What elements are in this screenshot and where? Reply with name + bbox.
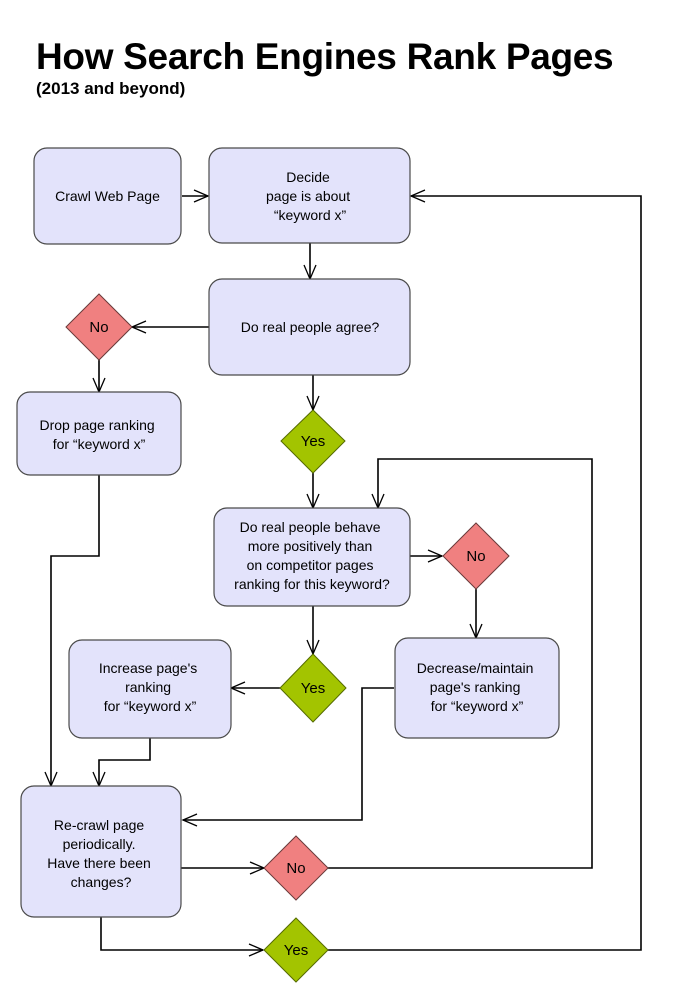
node-decide-topic: Decide page is about “keyword x” bbox=[208, 147, 411, 244]
page-title: How Search Engines Rank Pages bbox=[36, 36, 614, 77]
page-subtitle: (2013 and beyond) bbox=[36, 79, 186, 98]
connector-no-behave-loop bbox=[328, 458, 593, 869]
node-agree-label: Do real people agree? bbox=[241, 319, 380, 335]
node-decrease-ranking: Decrease/maintain page's ranking for “ke… bbox=[394, 637, 560, 739]
node-decide-label: Decide page is about “keyword x” bbox=[266, 169, 354, 223]
decision-yes-agree: Yes bbox=[280, 409, 346, 474]
decision-no-changes: No bbox=[263, 835, 329, 901]
node-do-people-agree: Do real people agree? bbox=[208, 278, 411, 376]
node-increase-ranking: Increase page's ranking for “keyword x” bbox=[68, 639, 232, 739]
svg-text:Yes: Yes bbox=[301, 680, 325, 697]
connector-recrawl-yes bbox=[100, 917, 263, 951]
decision-yes-changes: Yes bbox=[263, 917, 329, 983]
connector-drop-recrawl bbox=[50, 475, 100, 786]
svg-text:No: No bbox=[89, 319, 108, 336]
node-behave-positively: Do real people behave more positively th… bbox=[213, 507, 411, 607]
node-behave-label: Do real people behave more positively th… bbox=[234, 519, 390, 592]
svg-text:No: No bbox=[286, 860, 305, 877]
node-drop-label: Drop page ranking for “keyword x” bbox=[39, 417, 158, 452]
svg-text:Yes: Yes bbox=[301, 433, 325, 450]
connectors bbox=[50, 195, 642, 951]
node-crawl-web-page: Crawl Web Page bbox=[33, 147, 182, 245]
node-recrawl-page: Re-crawl page periodically. Have there b… bbox=[20, 785, 182, 918]
node-crawl-label: Crawl Web Page bbox=[55, 188, 160, 204]
connector-yes-decide-loop bbox=[328, 195, 642, 951]
connector-increase-recrawl bbox=[98, 738, 151, 786]
connector-decrease-recrawl bbox=[183, 687, 394, 821]
node-recrawl-label: Re-crawl page periodically. Have there b… bbox=[47, 817, 154, 890]
decision-yes-behave: Yes bbox=[279, 653, 347, 723]
node-increase-label: Increase page's ranking for “keyword x” bbox=[99, 660, 201, 714]
node-drop-ranking: Drop page ranking for “keyword x” bbox=[16, 391, 182, 476]
decision-no-agree: No bbox=[65, 293, 133, 361]
decision-no-behave: No bbox=[442, 522, 510, 590]
svg-text:No: No bbox=[466, 548, 485, 565]
svg-text:Yes: Yes bbox=[284, 942, 308, 959]
node-decrease-label: Decrease/maintain page's ranking for “ke… bbox=[417, 660, 538, 714]
